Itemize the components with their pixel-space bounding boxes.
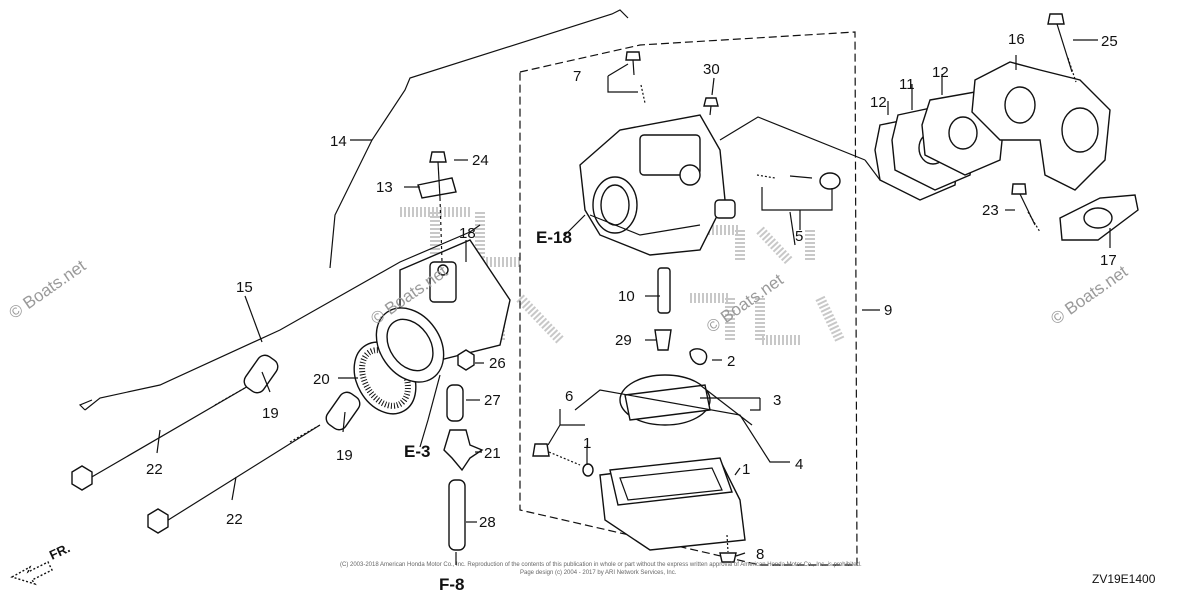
screw-30 xyxy=(703,97,719,116)
pilot-screw-set-5 xyxy=(756,172,841,190)
callout-18: 18 xyxy=(459,225,476,242)
callout-20: 20 xyxy=(313,371,330,388)
bracket-13 xyxy=(417,177,457,199)
watermark-text: © Boats.net xyxy=(703,270,787,337)
intake-manifold-16 xyxy=(971,61,1111,191)
callout-4: 4 xyxy=(795,456,803,473)
callout-19: 19 xyxy=(336,447,353,464)
callout-28: 28 xyxy=(479,514,496,531)
bolt-22-lower xyxy=(147,424,321,534)
main-jet-29 xyxy=(654,329,672,351)
callout-14: 14 xyxy=(330,133,347,150)
callout-12: 12 xyxy=(870,94,887,111)
callout-27: 27 xyxy=(484,392,501,409)
gasket-17 xyxy=(1059,194,1139,241)
leader-lines xyxy=(156,39,1111,565)
tube-28 xyxy=(448,479,466,551)
watermarks: © Boats.net © Boats.net © Boats.net © Bo… xyxy=(5,256,1131,337)
intake-silencer-18 xyxy=(375,239,511,383)
copyright-text-2: Page design (c) 2004 - 2017 by ARI Netwo… xyxy=(520,570,677,576)
drawing-code: ZV19E1400 xyxy=(1092,572,1156,586)
callout-19: 19 xyxy=(262,405,279,422)
clip-2 xyxy=(689,348,708,366)
callout-3: 3 xyxy=(773,392,781,409)
copyright-text: (C) 2003-2018 American Honda Motor Co., … xyxy=(340,562,862,568)
callout-12: 12 xyxy=(932,64,949,81)
front-label: FR. xyxy=(47,540,72,562)
carburetor-assembly-box xyxy=(519,31,858,566)
callout-1: 1 xyxy=(583,435,591,452)
drain-screw-8 xyxy=(719,534,737,563)
callout-6: 6 xyxy=(565,388,573,405)
reference-labels: E-18 E-3 F-8 xyxy=(404,228,572,594)
ref-f8: F-8 xyxy=(439,575,465,594)
callout-1: 1 xyxy=(742,461,750,478)
carburetor-body xyxy=(579,114,736,256)
callout-13: 13 xyxy=(376,179,393,196)
washer-1-small xyxy=(582,463,594,477)
callout-numbers: 1 1 2 3 4 5 6 7 8 9 10 11 12 12 13 14 15… xyxy=(146,31,1118,563)
float-3 xyxy=(619,374,753,426)
callout-10: 10 xyxy=(618,288,635,305)
bolt-23 xyxy=(1011,183,1041,233)
ref-e18: E-18 xyxy=(536,228,572,247)
callout-29: 29 xyxy=(615,332,632,349)
callout-22: 22 xyxy=(226,511,243,528)
bolt-25 xyxy=(1047,13,1077,83)
callout-30: 30 xyxy=(703,61,720,78)
callout-2: 2 xyxy=(727,353,735,370)
callout-16: 16 xyxy=(1008,31,1025,48)
callout-23: 23 xyxy=(982,202,999,219)
callout-8: 8 xyxy=(756,546,764,563)
throttle-cable xyxy=(84,224,481,411)
callout-21: 21 xyxy=(484,445,501,462)
callout-9: 9 xyxy=(884,302,892,319)
callout-24: 24 xyxy=(472,152,489,169)
callout-26: 26 xyxy=(489,355,506,372)
watermark-text: © Boats.net xyxy=(1047,262,1131,329)
front-direction-arrow: FR. xyxy=(10,540,72,586)
float-chamber-4 xyxy=(599,457,746,551)
callout-17: 17 xyxy=(1100,252,1117,269)
bolt-22-upper xyxy=(71,384,251,491)
callout-7: 7 xyxy=(573,68,581,85)
callout-11: 11 xyxy=(899,76,915,93)
joint-21 xyxy=(443,429,484,472)
main-nozzle-10 xyxy=(657,267,671,314)
nut-26 xyxy=(457,349,475,371)
callout-15: 15 xyxy=(236,279,253,296)
choke-rod xyxy=(329,9,629,269)
watermark-text: © Boats.net xyxy=(5,256,89,323)
collar-19-upper xyxy=(243,354,279,394)
callout-25: 25 xyxy=(1101,33,1118,50)
screw-7 xyxy=(625,51,646,104)
bolt-24 xyxy=(429,151,447,199)
drain-screw-6 xyxy=(532,443,581,466)
callout-5: 5 xyxy=(795,228,803,245)
callout-22: 22 xyxy=(146,461,163,478)
tube-27 xyxy=(446,384,464,422)
ref-e3: E-3 xyxy=(404,442,430,461)
collar-19-lower xyxy=(325,391,361,431)
